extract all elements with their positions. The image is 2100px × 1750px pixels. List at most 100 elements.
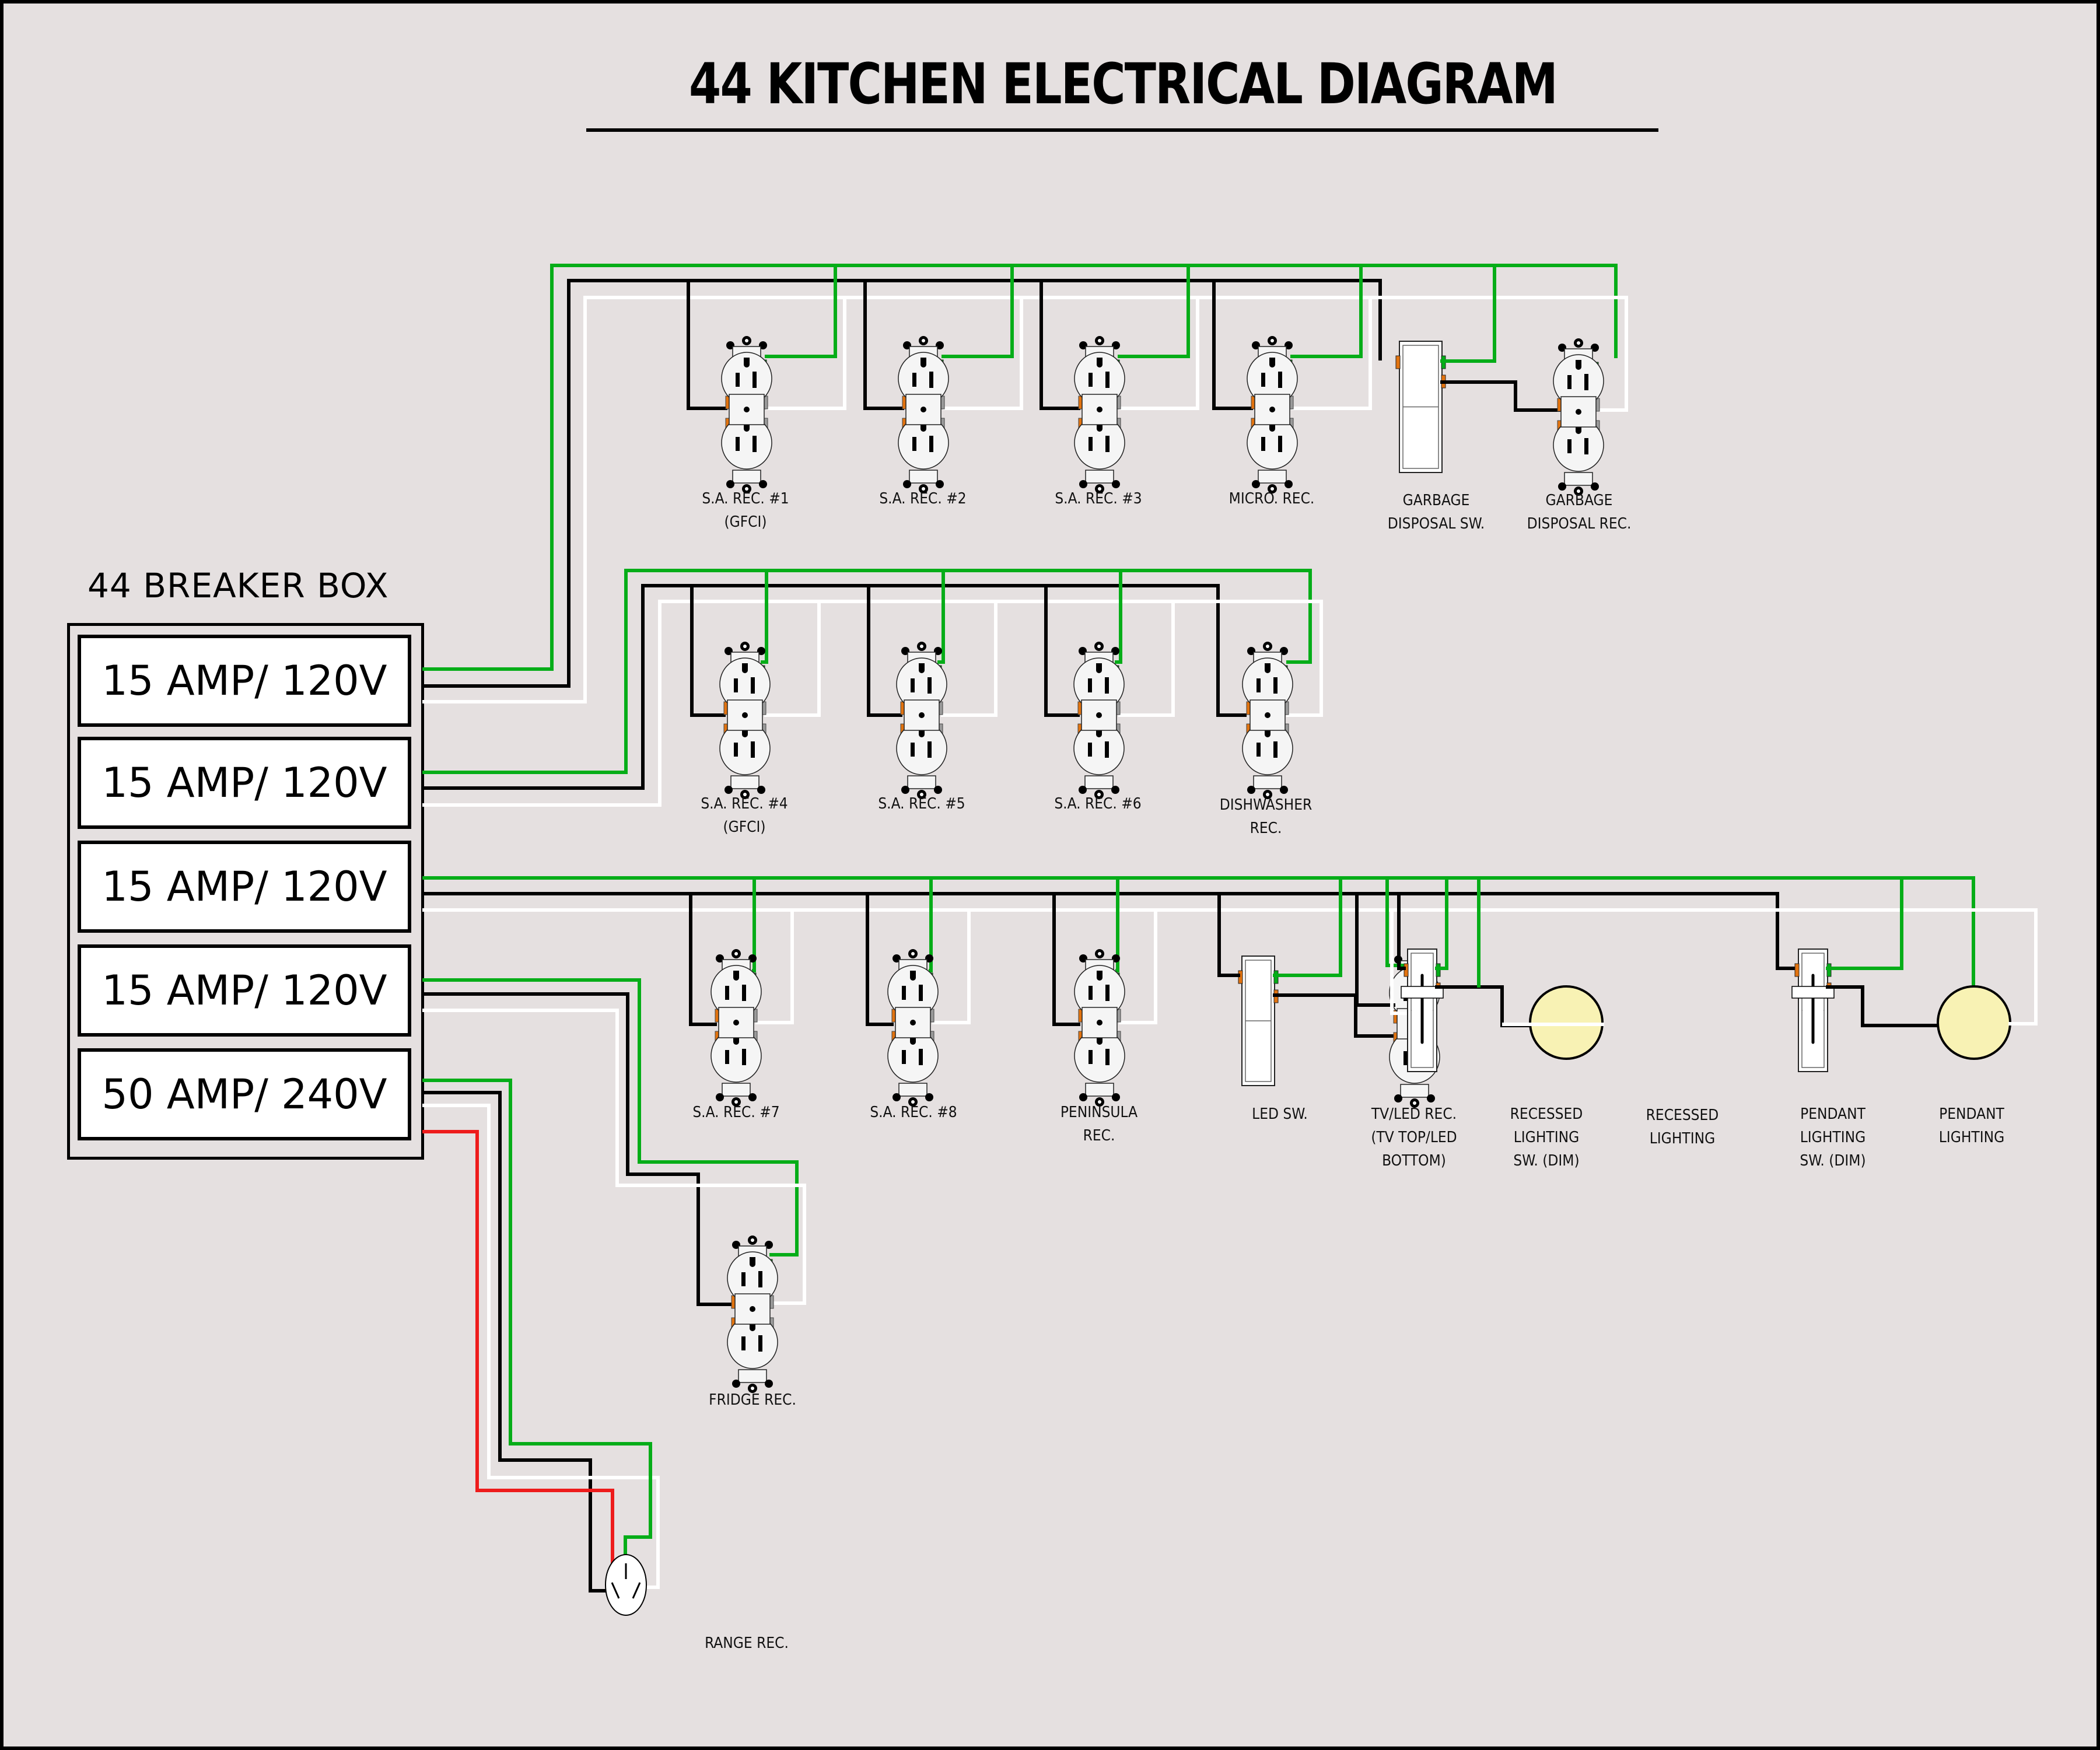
ground-slot — [1265, 663, 1270, 673]
hot2-wire-red — [422, 1130, 614, 1565]
screw-hole — [1266, 793, 1269, 796]
ground-wire — [422, 978, 799, 1256]
neutral-slot — [911, 743, 915, 757]
fridge-receptacle-icon — [727, 1236, 778, 1393]
ground-tap — [929, 876, 933, 972]
screw-hole — [920, 793, 923, 796]
mounting-screw-icon — [1252, 480, 1260, 488]
mounting-screw-icon — [726, 480, 734, 488]
line-terminal — [1395, 355, 1401, 369]
breaker-1[interactable]: 15 AMP/ 120V — [78, 635, 411, 727]
mounting-screw-icon — [1284, 480, 1293, 488]
mounting-screw-icon — [1079, 480, 1087, 488]
mounting-tab — [1253, 775, 1282, 789]
screw-hole — [911, 952, 915, 956]
receptacle-icon — [1074, 949, 1125, 1107]
hot-tap — [866, 892, 894, 1026]
hot-wire — [422, 1091, 611, 1592]
mounting-screw-icon — [724, 786, 733, 794]
device-label-line: S.A. REC. #4 — [701, 795, 788, 813]
ground-slot — [744, 358, 750, 368]
mounting-screw-icon — [732, 1380, 740, 1388]
ground-slot — [1097, 358, 1102, 368]
screw-hole — [1577, 341, 1580, 345]
device-label: RANGE REC. — [705, 1632, 789, 1655]
device-label-line: (GFCI) — [724, 513, 767, 531]
hot-slot — [1105, 436, 1110, 452]
breaker-2[interactable]: 15 AMP/ 120V — [78, 737, 411, 829]
mounting-tab — [909, 470, 938, 484]
breaker-4[interactable]: 15 AMP/ 120V — [78, 944, 411, 1037]
screw-hole — [745, 487, 748, 491]
receptacle-icon — [1247, 336, 1298, 494]
device-label: S.A. REC. #4(GFCI) — [701, 792, 788, 839]
neutral-slot — [736, 437, 740, 451]
neutral-slot — [1088, 743, 1092, 757]
receptacle-icon — [1242, 642, 1293, 799]
mounting-tab — [1564, 472, 1593, 486]
neutral-tap — [932, 908, 971, 1024]
neutral-slot — [736, 373, 740, 387]
screw-hole — [743, 645, 747, 648]
hot-slot — [929, 372, 933, 388]
hot-wire — [422, 279, 1382, 688]
device-label-line: TV/LED REC. — [1371, 1105, 1457, 1123]
ground-tap — [1273, 876, 1342, 977]
receptacle-icon — [1553, 338, 1604, 496]
center-strap — [904, 699, 940, 731]
ground-tap — [1826, 876, 1903, 970]
device-label: S.A. REC. #3 — [1055, 487, 1142, 510]
breaker-5[interactable]: 50 AMP/ 240V — [78, 1048, 411, 1140]
hot-slot — [1105, 372, 1110, 388]
mounting-screw-icon — [1079, 786, 1087, 794]
neutral-wire — [422, 1104, 660, 1589]
switch-leg — [1826, 985, 1940, 1027]
hot-slot — [751, 677, 755, 694]
mounting-tab — [1085, 470, 1114, 484]
hot-slot — [919, 985, 923, 1001]
neutral-tap — [766, 296, 846, 410]
ground-tap — [1118, 264, 1190, 358]
neutral-slot — [734, 678, 738, 692]
device-label-line: (TV TOP/LED — [1371, 1129, 1457, 1146]
mounting-tab — [730, 775, 760, 789]
hot-slot — [1584, 438, 1588, 454]
screw-hole — [1270, 339, 1274, 342]
mounting-tab — [1258, 470, 1287, 484]
ground-slot — [733, 971, 739, 981]
device-label-line: SW. (DIM) — [1513, 1152, 1580, 1170]
mounting-screw-icon — [925, 1093, 933, 1101]
pendant-light-icon — [1937, 985, 2011, 1060]
hot-tap — [863, 279, 904, 410]
device-label-line: GARBAGE — [1545, 492, 1613, 509]
neutral-tap — [941, 600, 998, 717]
neutral-slot — [1256, 678, 1261, 692]
title-underline — [586, 128, 1658, 132]
hot-tap — [1044, 584, 1080, 717]
neutral-tap — [943, 296, 1023, 410]
neutral-slot — [734, 743, 738, 757]
neutral-slot — [1261, 373, 1265, 387]
center-screw-icon — [1269, 407, 1275, 412]
ground-slot — [1576, 360, 1581, 370]
device-label: S.A. REC. #6 — [1054, 792, 1141, 816]
screw-hole — [751, 1387, 754, 1390]
mounting-screw-icon — [903, 480, 911, 488]
breaker-3[interactable]: 15 AMP/ 120V — [78, 841, 411, 933]
mounting-screw-icon — [934, 786, 942, 794]
screw-hole — [1413, 1101, 1416, 1105]
device-label-line: GARBAGE — [1402, 492, 1470, 509]
hot-slot — [758, 1271, 762, 1287]
screw-hole — [1098, 1100, 1101, 1104]
receptacle-icon — [887, 949, 939, 1107]
mounting-screw-icon — [1558, 482, 1566, 491]
breaker-label: 15 AMP/ 120V — [102, 759, 387, 807]
mounting-screw-icon — [1427, 1094, 1435, 1102]
mounting-tab — [1084, 775, 1114, 789]
device-label: S.A. REC. #5 — [878, 792, 965, 816]
device-label-line: S.A. REC. #2 — [879, 490, 967, 508]
